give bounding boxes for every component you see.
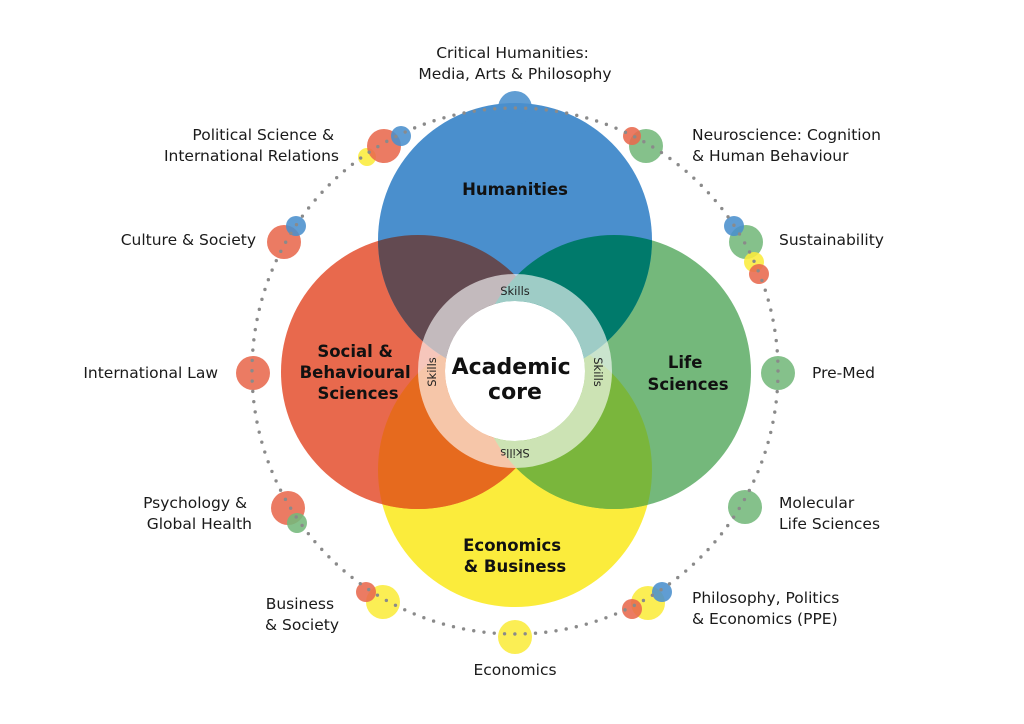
major-pre-med: Pre-Med xyxy=(812,364,875,382)
skills-ring xyxy=(418,274,612,468)
social-sciences-label: Social & Behavioural Sciences xyxy=(300,342,417,403)
skills-label-left: Skills xyxy=(425,357,439,387)
marker-ppe-social xyxy=(622,599,642,619)
marker-pre-med-life xyxy=(761,356,795,390)
marker-neuroscience-social xyxy=(623,127,641,145)
marker-ppe-humanities xyxy=(652,582,672,602)
economics-business-label: Economics & Business xyxy=(463,536,567,576)
life-sciences-label: Life Sciences xyxy=(647,353,728,394)
skills-label-top: Skills xyxy=(500,284,530,298)
major-culture-society: Culture & Society xyxy=(121,231,256,249)
marker-economics-economics xyxy=(498,620,532,654)
major-psychology: Psychology & Global Health xyxy=(143,494,252,533)
major-economics: Economics xyxy=(473,661,556,679)
skills-label-bottom: Skills xyxy=(500,446,530,460)
major-molecular-life-sciences: Molecular Life Sciences xyxy=(779,494,880,533)
marker-psychology-life xyxy=(287,513,307,533)
marker-business-social xyxy=(356,582,376,602)
major-ppe: Philosophy, Politics & Economics (PPE) xyxy=(692,589,844,628)
major-sustainability: Sustainability xyxy=(779,231,884,249)
marker-international-law-social xyxy=(236,356,270,390)
major-international-law: International Law xyxy=(83,364,218,382)
major-business-society: Business & Society xyxy=(265,595,339,634)
academic-core xyxy=(445,301,585,441)
marker-culture-society-humanities xyxy=(286,216,306,236)
humanities-label: Humanities xyxy=(462,180,568,199)
major-critical-humanities: Critical Humanities: Media, Arts & Philo… xyxy=(418,44,611,83)
major-neuroscience: Neuroscience: Cognition & Human Behaviou… xyxy=(692,126,886,165)
majors-dotted-ring xyxy=(250,106,780,636)
skills-label-right: Skills xyxy=(591,357,605,387)
marker-sustainability-social xyxy=(749,264,769,284)
academic-core-label: Academic core xyxy=(452,355,579,405)
marker-molecular-life xyxy=(728,490,762,524)
major-political-science: Political Science & International Relati… xyxy=(164,126,339,165)
marker-political-science-humanities xyxy=(391,126,411,146)
